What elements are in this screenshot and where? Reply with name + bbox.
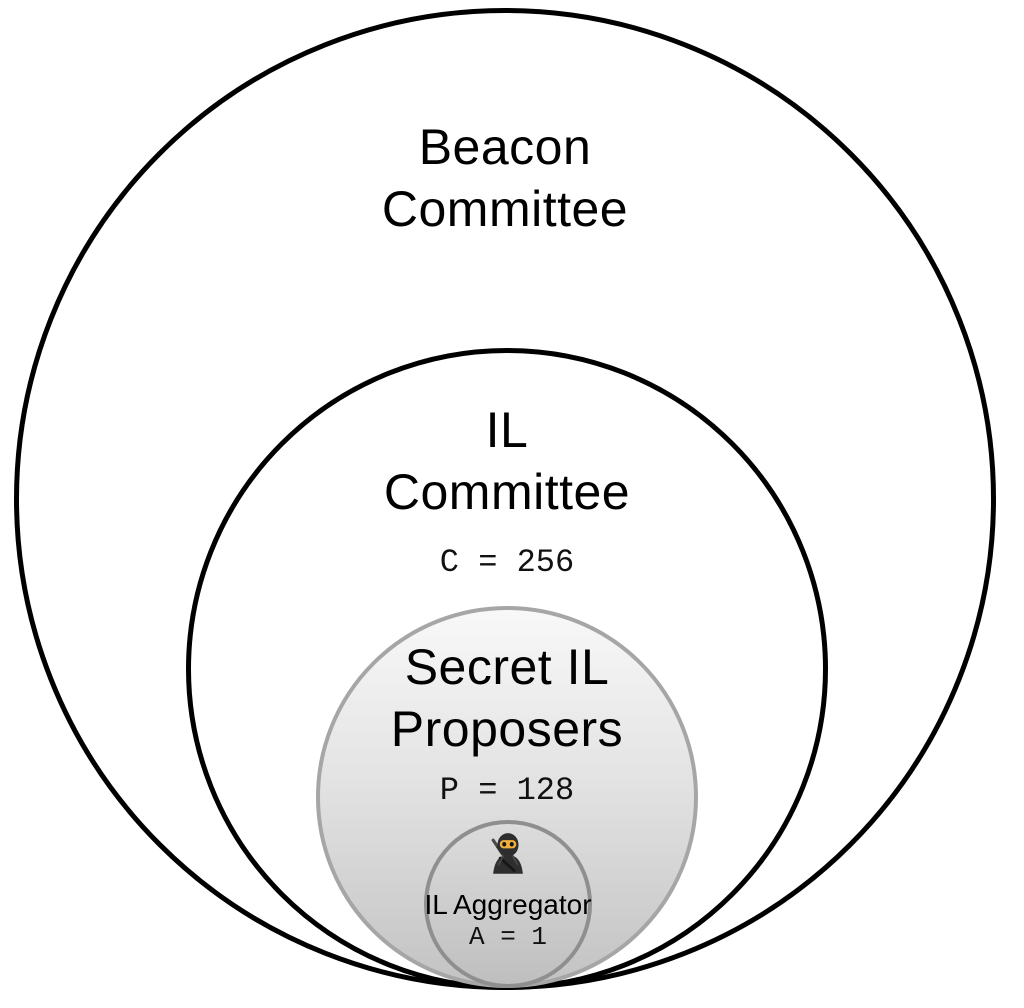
- beacon-committee-title-line1: Beacon: [418, 119, 592, 175]
- il-aggregator-circle: [424, 820, 592, 988]
- secret-il-proposers-label: Secret IL Proposers P = 128: [257, 636, 757, 810]
- il-aggregator-size-label: A = 1: [468, 922, 547, 952]
- secret-il-proposers-size-label: P = 128: [439, 772, 575, 809]
- il-committee-size-label: C = 256: [439, 544, 575, 581]
- il-committee-title-line2: Committee: [383, 464, 631, 520]
- il-committee-title-line1: IL: [485, 402, 529, 458]
- secret-il-proposers-title-line1: Secret IL: [404, 639, 610, 695]
- il-aggregator-label: IL Aggregator: [424, 889, 592, 920]
- beacon-committee-label: Beacon Committee: [205, 116, 805, 240]
- ninja-icon: [483, 830, 533, 880]
- il-committee-label: IL Committee C = 256: [207, 399, 807, 582]
- secret-il-proposers-title-line2: Proposers: [390, 701, 624, 757]
- il-aggregator-label-group: IL Aggregator A = 1: [388, 830, 628, 952]
- beacon-committee-title-line2: Committee: [381, 181, 629, 237]
